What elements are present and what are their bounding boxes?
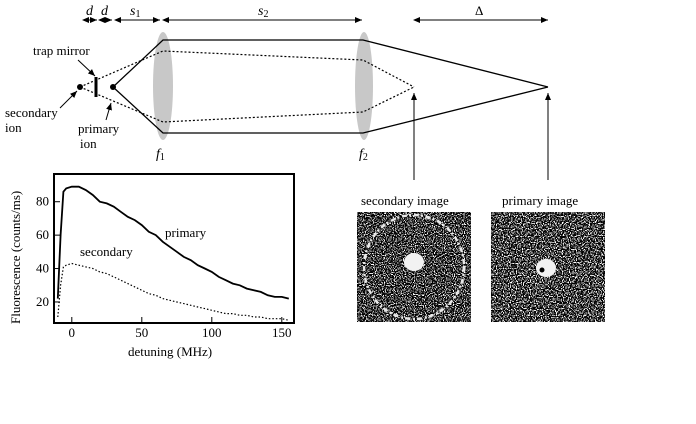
series-line-secondary bbox=[57, 262, 289, 321]
plot-frame bbox=[53, 173, 295, 324]
s2-label: s2 bbox=[258, 4, 268, 20]
primary-image-dark-center bbox=[539, 267, 545, 273]
f2-label: f2 bbox=[359, 147, 368, 163]
primary-image-panel: primary image bbox=[491, 193, 605, 322]
secondary-ion-label-1: secondary bbox=[5, 105, 58, 120]
secondary-image-title: secondary image bbox=[361, 193, 449, 208]
secondary-image-ring bbox=[362, 213, 466, 321]
trap-mirror-label: trap mirror bbox=[33, 43, 90, 58]
y-tick-label: 20 bbox=[36, 294, 49, 309]
primary-ion-label-2: ion bbox=[80, 136, 97, 151]
f1-label: f1 bbox=[156, 147, 165, 163]
primary-ion-label-1: primary bbox=[78, 121, 120, 136]
primary-image-title: primary image bbox=[502, 193, 578, 208]
secondary-rays bbox=[79, 50, 415, 123]
y-tick-label: 60 bbox=[36, 227, 49, 242]
axis-tick-labels: 0 50 100 150 20 40 60 80 bbox=[36, 194, 292, 340]
fluorescence-chart: 0 50 100 150 20 40 60 80 primary secondary detu… bbox=[8, 173, 295, 359]
primary-ion-dot bbox=[110, 84, 116, 90]
x-tick-label: 50 bbox=[135, 325, 148, 340]
secondary-ion-dot bbox=[77, 84, 83, 90]
primary-rays bbox=[112, 39, 549, 134]
secondary-image-panel: secondary image bbox=[357, 193, 471, 322]
lens-f1 bbox=[153, 32, 173, 140]
trap-mirror-pointer bbox=[77, 59, 96, 77]
axis-ticks bbox=[55, 201, 283, 322]
series-line-primary bbox=[56, 185, 290, 300]
lens-f2 bbox=[355, 32, 373, 140]
x-tick-label: 150 bbox=[272, 325, 292, 340]
primary-image-spot bbox=[536, 259, 556, 277]
series-label-primary: primary bbox=[165, 225, 207, 240]
secondary-ion-label-2: ion bbox=[5, 120, 22, 135]
x-axis-label: detuning (MHz) bbox=[128, 344, 212, 359]
secondary-image-spot bbox=[404, 253, 424, 271]
d-label-2: d bbox=[101, 4, 109, 19]
series-label-secondary: secondary bbox=[80, 244, 133, 259]
y-tick-label: 80 bbox=[36, 194, 49, 209]
y-tick-label: 40 bbox=[36, 261, 49, 276]
s1-label: s1 bbox=[130, 4, 140, 20]
y-axis-label: Fluorescence (counts/ms) bbox=[8, 191, 23, 324]
optics-diagram: d d s1 s2 Δ f1 f2 trap mirror secondary … bbox=[5, 3, 551, 180]
x-tick-label: 100 bbox=[202, 325, 222, 340]
delta-label: Δ bbox=[475, 3, 483, 18]
x-tick-label: 0 bbox=[69, 325, 76, 340]
primary-ion-pointer bbox=[105, 102, 112, 121]
secondary-ion-pointer bbox=[59, 90, 78, 109]
d-label-1: d bbox=[86, 4, 94, 19]
series-lines bbox=[56, 185, 290, 321]
